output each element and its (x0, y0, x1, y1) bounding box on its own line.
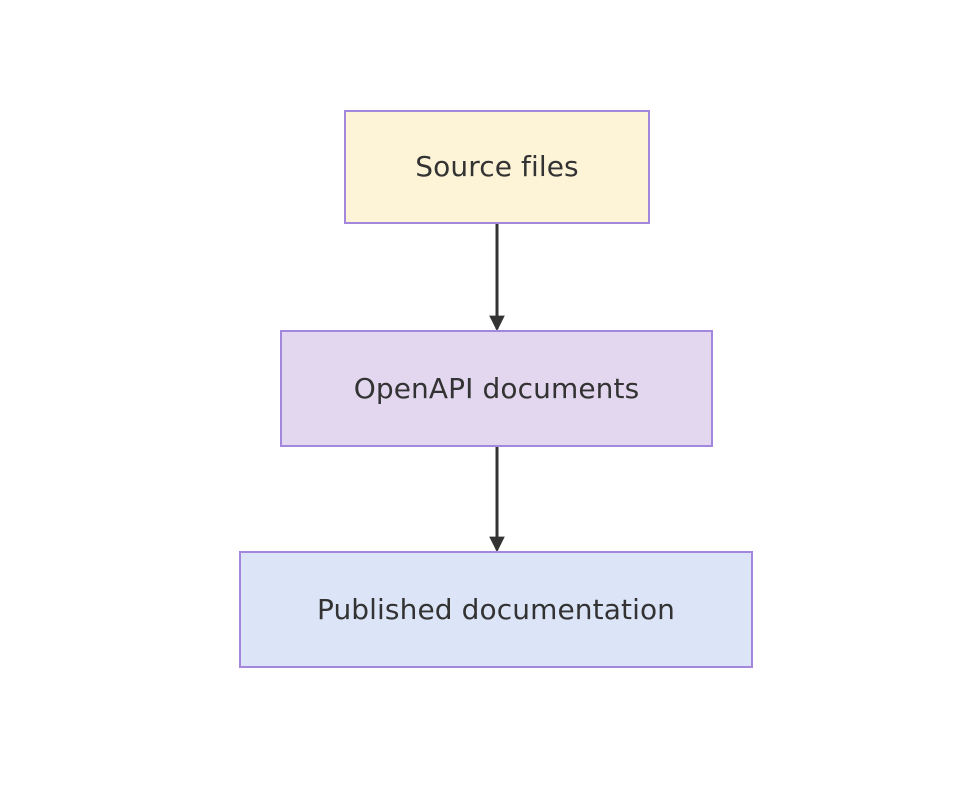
node-openapi-documents[interactable]: OpenAPI documents (280, 330, 713, 447)
node-published-documentation-label: Published documentation (316, 592, 676, 626)
node-published-documentation[interactable]: Published documentation (239, 551, 753, 668)
node-openapi-documents-label: OpenAPI documents (353, 371, 640, 405)
node-source-files-label: Source files (415, 150, 579, 183)
node-source-files[interactable]: Source files (344, 110, 650, 224)
